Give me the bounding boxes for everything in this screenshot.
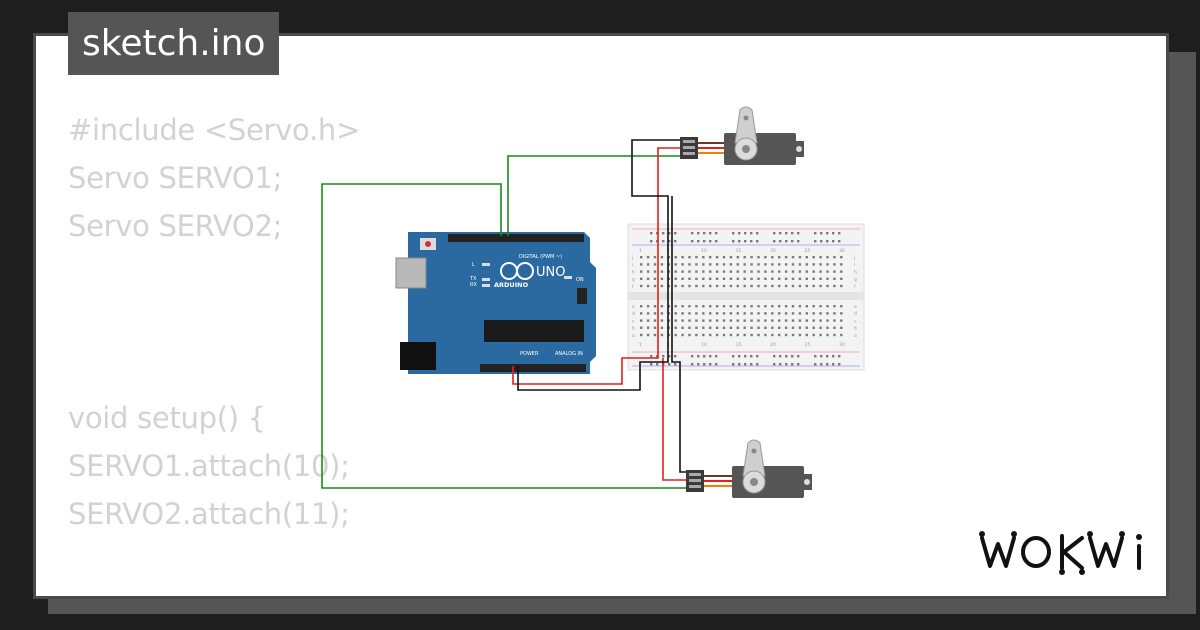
breadboard-label: j	[631, 255, 633, 261]
breadboard-label: 20	[770, 248, 776, 254]
atmega-chip	[484, 320, 584, 342]
code-line: SERVO2.attach(11);	[68, 497, 350, 531]
breadboard-label: d	[632, 311, 635, 317]
wires	[321, 139, 690, 489]
wire-servo2-signal	[321, 183, 690, 489]
wire-servo1-signal	[507, 155, 686, 236]
breadboard-label: g	[632, 278, 635, 283]
breadboard-label: e	[632, 305, 635, 310]
usb-port	[395, 257, 427, 289]
breadboard-label: c	[632, 319, 635, 324]
wire-5v-servo1	[512, 147, 686, 385]
digital-header-label: DIGITAL (PWM ~)	[519, 254, 562, 260]
icsp-header	[577, 288, 587, 304]
breadboard-label: e	[854, 305, 857, 310]
breadboard-label: 15	[736, 342, 742, 348]
breadboard-label: 10	[701, 248, 707, 254]
arduino-logo-icon-right	[516, 262, 534, 280]
arduino-board: UNO ARDUINO DIGITAL (PWM ~) POWER ANALOG…	[395, 232, 596, 374]
breadboard-label: 1	[639, 248, 642, 254]
file-tab-title: sketch.ino	[68, 12, 280, 75]
breadboard-label: f	[632, 284, 634, 290]
breadboard-label: a	[854, 334, 857, 339]
servo-2	[686, 439, 812, 498]
breadboard-label: 30	[839, 342, 845, 348]
breadboard-label: 15	[736, 248, 742, 254]
breadboard-label: h	[854, 269, 857, 275]
power-analog-header	[480, 364, 586, 372]
breadboard-label: j	[853, 255, 855, 261]
preview-card: #include <Servo.h> Servo SERVO1; Servo SER…	[33, 33, 1169, 599]
breadboard-label: 30	[839, 248, 845, 254]
board-model: UNO	[536, 265, 565, 280]
l-led-label: L	[472, 262, 475, 268]
wire-gnd-servo2	[671, 196, 690, 473]
breadboard-label: b	[632, 326, 635, 332]
wire-5v-servo2	[662, 358, 690, 481]
breadboard-label: b	[854, 326, 857, 332]
breadboard-label: g	[854, 278, 857, 283]
wokwi-logo	[979, 531, 1142, 575]
analog-label: ANALOG IN	[555, 351, 583, 357]
tx-label: TX	[469, 276, 477, 282]
code-listing: #include <Servo.h> Servo SERVO1; Servo SER…	[68, 106, 360, 596]
reset-button-cap	[425, 241, 431, 247]
wire-gnd-servo1	[517, 139, 686, 391]
breadboard-label: f	[854, 284, 856, 290]
breadboard-label: i	[854, 262, 855, 268]
breadboard-label: 20	[770, 342, 776, 348]
power-label: POWER	[520, 351, 539, 357]
breadboard-label: d	[854, 311, 857, 317]
power-jack	[400, 342, 436, 370]
breadboard-label: 25	[805, 342, 811, 348]
breadboard-label: c	[854, 319, 857, 324]
code-line: }	[68, 586, 360, 596]
breadboard-label: 1	[639, 342, 642, 348]
breadboard-label: a	[632, 334, 635, 339]
breadboard-label: 10	[701, 342, 707, 348]
on-led-label: ON	[576, 277, 584, 283]
code-line: Servo SERVO1;	[68, 161, 283, 195]
code-line: #include <Servo.h>	[68, 113, 360, 147]
servo-1	[680, 106, 804, 165]
code-line: SERVO1.attach(10);	[68, 449, 350, 483]
code-line: Servo SERVO2;	[68, 209, 283, 243]
breadboard-label: i	[632, 262, 633, 268]
breadboard-label: h	[632, 269, 635, 275]
code-line: void setup() {	[68, 401, 266, 435]
rx-label: RX	[470, 282, 477, 288]
digital-header	[448, 234, 584, 242]
breadboard-label: 25	[805, 248, 811, 254]
board-brand: ARDUINO	[494, 281, 529, 289]
